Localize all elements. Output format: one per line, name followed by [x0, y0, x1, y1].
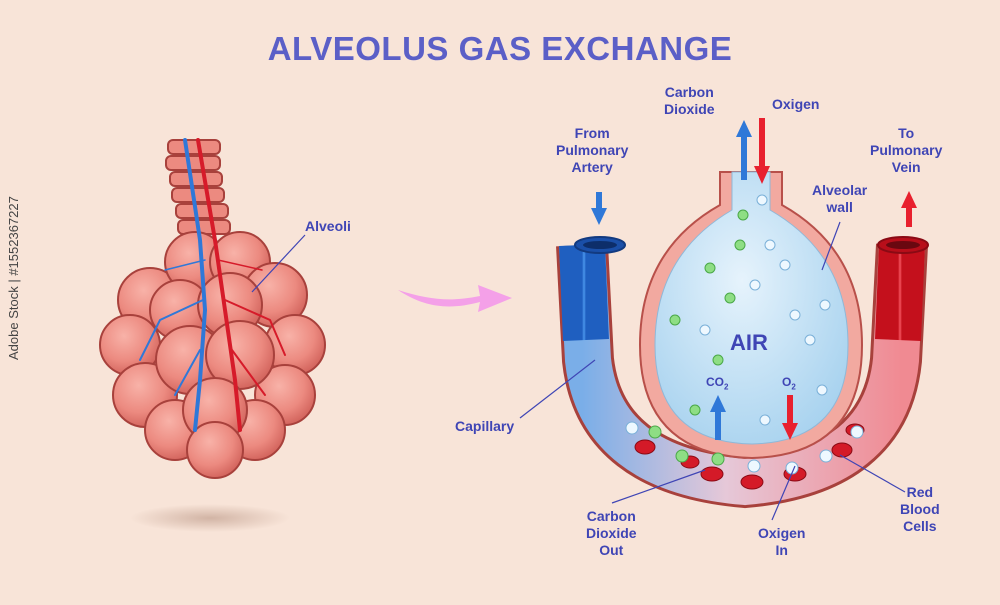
- co2-text: CO: [706, 375, 724, 389]
- label-red-blood-cells: Red Blood Cells: [900, 484, 940, 535]
- label-from-pulmonary-artery: From Pulmonary Artery: [556, 125, 628, 176]
- label-co2-out-line3: Out: [599, 542, 624, 558]
- label-alveolar-wall: Alveolar wall: [812, 182, 867, 216]
- label-from-pa-line3: Artery: [571, 159, 613, 175]
- label-co2: CO2: [706, 375, 728, 391]
- label-o2: O2: [782, 375, 796, 391]
- bronchiole: [165, 139, 231, 235]
- o2-text: O: [782, 375, 792, 389]
- label-carbon-dioxide-line1: Carbon: [664, 84, 714, 100]
- label-to-pv-line3: Vein: [891, 159, 921, 175]
- label-oxygen-in-line1: Oxigen: [758, 525, 806, 541]
- alveolus-air-space: [654, 171, 849, 445]
- to-vein-arrow-icon: [901, 191, 917, 227]
- o2-subscript: 2: [791, 382, 796, 392]
- label-co2-out-line2: Dioxide: [586, 525, 637, 541]
- pulmonary-artery-tube: [559, 244, 609, 341]
- from-artery-arrow-icon: [591, 192, 607, 225]
- o2-molecules: [699, 194, 831, 426]
- label-to-pulmonary-vein: To Pulmonary Vein: [870, 125, 942, 176]
- label-oxygen-in-line2: In: [775, 542, 788, 558]
- o2-down-arrow-inner: [782, 395, 798, 440]
- label-alveolar-wall-line2: wall: [826, 199, 853, 215]
- label-from-pa-line2: Pulmonary: [556, 142, 629, 158]
- label-carbon-dioxide: Carbon Dioxide: [664, 84, 715, 118]
- co2-up-arrow-top: [736, 120, 752, 180]
- alveolus-detail-illustration: [519, 118, 929, 521]
- label-to-pv-line2: Pulmonary: [870, 142, 943, 158]
- flow-arrow-icon: [398, 285, 512, 312]
- label-co2-out-line1: Carbon: [586, 508, 636, 524]
- alveoli-cluster-illustration: [99, 138, 326, 532]
- label-alveoli: Alveoli: [305, 218, 351, 234]
- label-air: AIR: [730, 330, 768, 355]
- label-from-pa-line1: From: [574, 125, 610, 141]
- blood-co2-molecules: [648, 425, 725, 466]
- label-carbon-dioxide-out: Carbon Dioxide Out: [586, 508, 637, 559]
- co2-up-arrow-inner: [710, 395, 726, 440]
- o2-down-arrow-top: [754, 118, 770, 184]
- cluster-blood-vessels: [139, 138, 286, 432]
- label-alveolar-wall-line1: Alveolar: [812, 182, 868, 198]
- label-to-pv-line1: To: [898, 125, 915, 141]
- vein-lumen: [886, 241, 920, 249]
- pointer-lines: [519, 221, 906, 521]
- label-oxygen: Oxigen: [772, 96, 820, 112]
- alveoli-pointer-line: [251, 234, 306, 293]
- co2-molecules: [669, 209, 749, 416]
- pulmonary-vein-tube: [875, 244, 925, 341]
- label-oxygen-in: Oxigen In: [758, 525, 805, 559]
- label-rbc-line1: Red: [906, 484, 934, 500]
- alveolar-sacs: [99, 231, 326, 479]
- co2-subscript: 2: [724, 382, 729, 392]
- cluster-shadow: [130, 504, 290, 532]
- label-capillary: Capillary: [455, 418, 515, 434]
- label-rbc-line2: Blood: [900, 501, 940, 517]
- label-carbon-dioxide-line2: Dioxide: [664, 101, 715, 117]
- page-title: ALVEOLUS GAS EXCHANGE: [267, 30, 733, 67]
- stock-watermark: Adobe Stock | #1552367227: [6, 196, 21, 360]
- label-rbc-line3: Cells: [903, 518, 937, 534]
- artery-lumen: [583, 241, 617, 249]
- blood-o2-molecules: [625, 421, 864, 475]
